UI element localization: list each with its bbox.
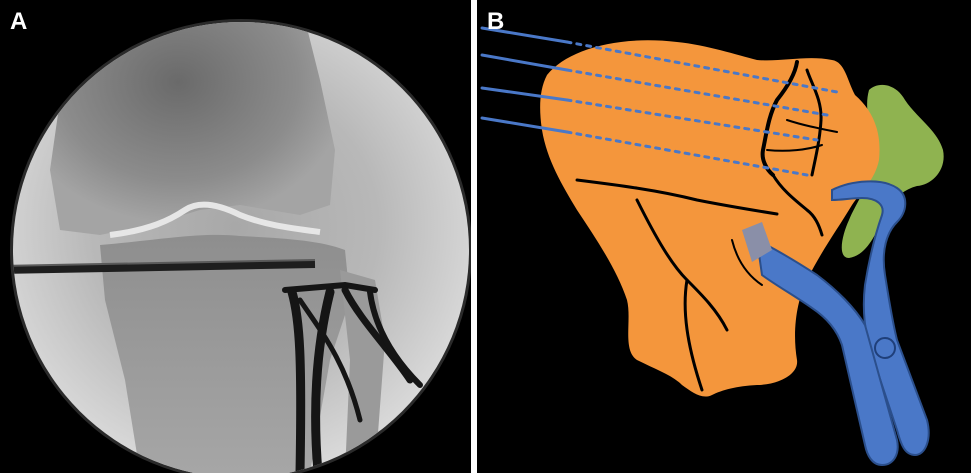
- fluoroscopy-image: [0, 0, 471, 473]
- schematic-image: [477, 0, 971, 473]
- panel-b-label: B: [487, 8, 504, 36]
- panel-a-label: A: [10, 8, 27, 36]
- panel-a-fluoroscopy: A: [0, 0, 471, 473]
- panel-b-schematic: B: [477, 0, 971, 473]
